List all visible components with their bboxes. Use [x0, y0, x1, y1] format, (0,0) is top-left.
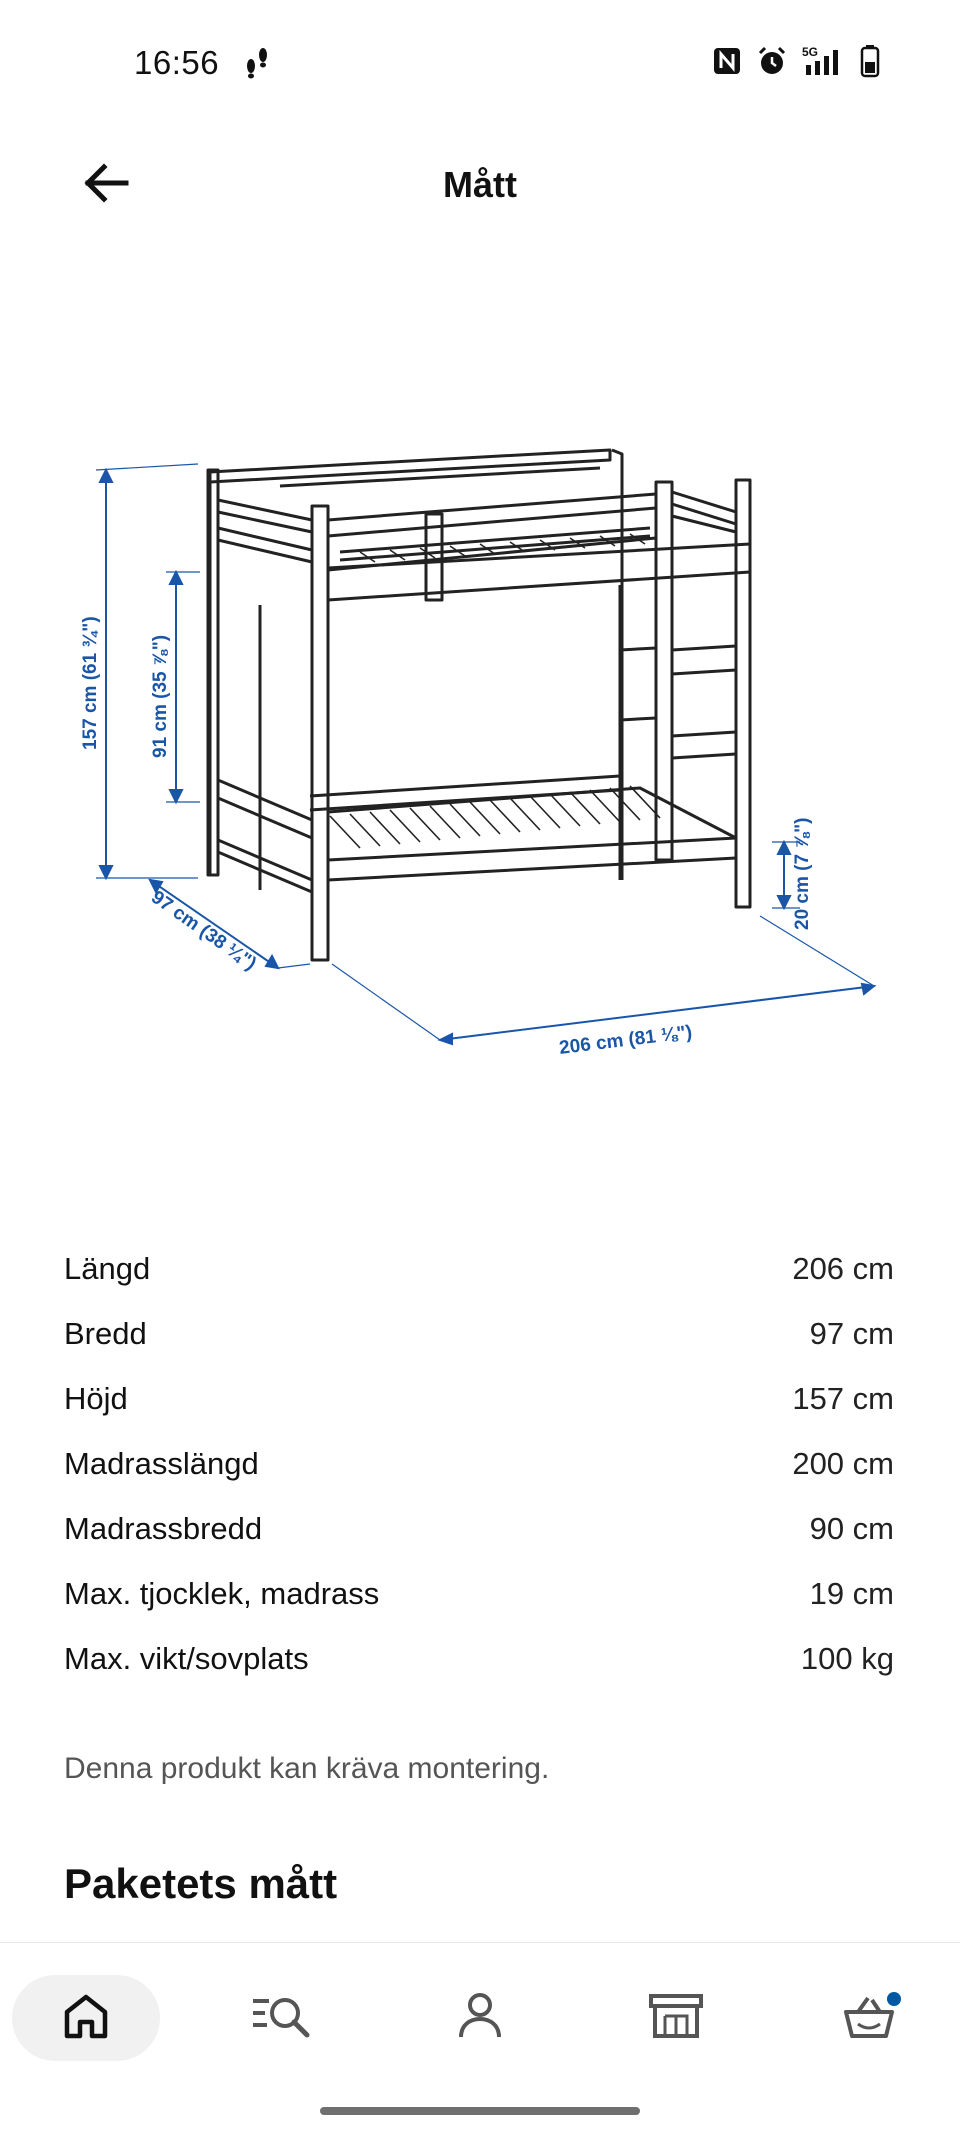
nav-cart-button[interactable]	[798, 1975, 946, 2061]
spec-row: Höjd 157 cm	[64, 1366, 894, 1431]
network-label: 5G	[802, 45, 818, 59]
home-indicator[interactable]	[320, 2107, 640, 2115]
page-title: Mått	[443, 164, 517, 205]
spec-row: Max. vikt/sovplats 100 kg	[64, 1626, 894, 1691]
dimension-diagram: 157 cm (61 ¾") 91 cm (35 ⅞") 97 cm (38 ¼…	[60, 420, 900, 1080]
nav-home-button[interactable]	[12, 1975, 160, 2061]
spec-value: 157 cm	[792, 1380, 894, 1416]
spec-label: Madrasslängd	[64, 1445, 259, 1481]
spec-row: Bredd 97 cm	[64, 1301, 894, 1366]
basket-icon	[842, 1990, 902, 2047]
status-time: 16:56	[134, 44, 220, 81]
bottom-nav	[0, 1942, 960, 2133]
spec-row: Madrassbredd 90 cm	[64, 1496, 894, 1561]
back-button[interactable]	[78, 160, 134, 210]
spec-label: Max. vikt/sovplats	[64, 1640, 309, 1676]
spec-value: 200 cm	[792, 1445, 894, 1481]
spec-value: 97 cm	[809, 1315, 894, 1351]
assembly-note: Denna produkt kan kräva montering.	[64, 1752, 550, 1785]
spec-value: 19 cm	[809, 1575, 894, 1611]
nfc-icon	[712, 46, 742, 76]
spec-value: 90 cm	[809, 1510, 894, 1546]
height-total-label: 157 cm (61 ¾")	[80, 616, 101, 750]
nav-store-button[interactable]	[602, 1975, 750, 2061]
cart-badge	[887, 1991, 901, 2006]
height-between-label: 91 cm (35 ⅞")	[150, 635, 171, 758]
specs-list: Längd 206 cm Bredd 97 cm Höjd 157 cm Mad…	[64, 1236, 894, 1691]
status-bar: 16:56	[0, 0, 960, 120]
spec-row: Max. tjocklek, madrass 19 cm	[64, 1561, 894, 1626]
spec-row: Längd 206 cm	[64, 1236, 894, 1301]
spec-label: Madrassbredd	[64, 1510, 263, 1546]
spec-value: 100 kg	[800, 1640, 894, 1676]
clearance-label: 20 cm (7 ⅞")	[792, 817, 813, 930]
spec-label: Längd	[64, 1250, 151, 1286]
person-icon	[456, 1991, 504, 2046]
spec-label: Bredd	[64, 1315, 147, 1351]
store-icon	[647, 1992, 705, 2045]
spec-value: 206 cm	[792, 1250, 894, 1286]
spec-row: Madrasslängd 200 cm	[64, 1431, 894, 1496]
search-list-icon	[251, 1991, 313, 2046]
signal-icon: 5G	[802, 45, 846, 77]
status-icons: 5G	[712, 44, 880, 78]
bunk-bed-illustration: 157 cm (61 ¾") 91 cm (35 ⅞") 97 cm (38 ¼…	[80, 448, 877, 1059]
width-label: 97 cm (38 ¼")	[147, 887, 260, 975]
header: Mått	[0, 140, 960, 230]
spec-label: Höjd	[64, 1380, 128, 1416]
nav-search-button[interactable]	[208, 1975, 356, 2061]
battery-icon	[860, 44, 880, 78]
nav-profile-button[interactable]	[406, 1975, 554, 2061]
spec-label: Max. tjocklek, madrass	[64, 1575, 380, 1611]
length-label: 206 cm (81 ⅛")	[558, 1022, 693, 1059]
arrow-left-icon	[82, 162, 130, 208]
alarm-icon	[756, 45, 788, 77]
steps-icon	[242, 46, 272, 85]
package-dimensions-title[interactable]: Paketets mått	[64, 1860, 338, 1907]
home-icon	[61, 1992, 111, 2045]
